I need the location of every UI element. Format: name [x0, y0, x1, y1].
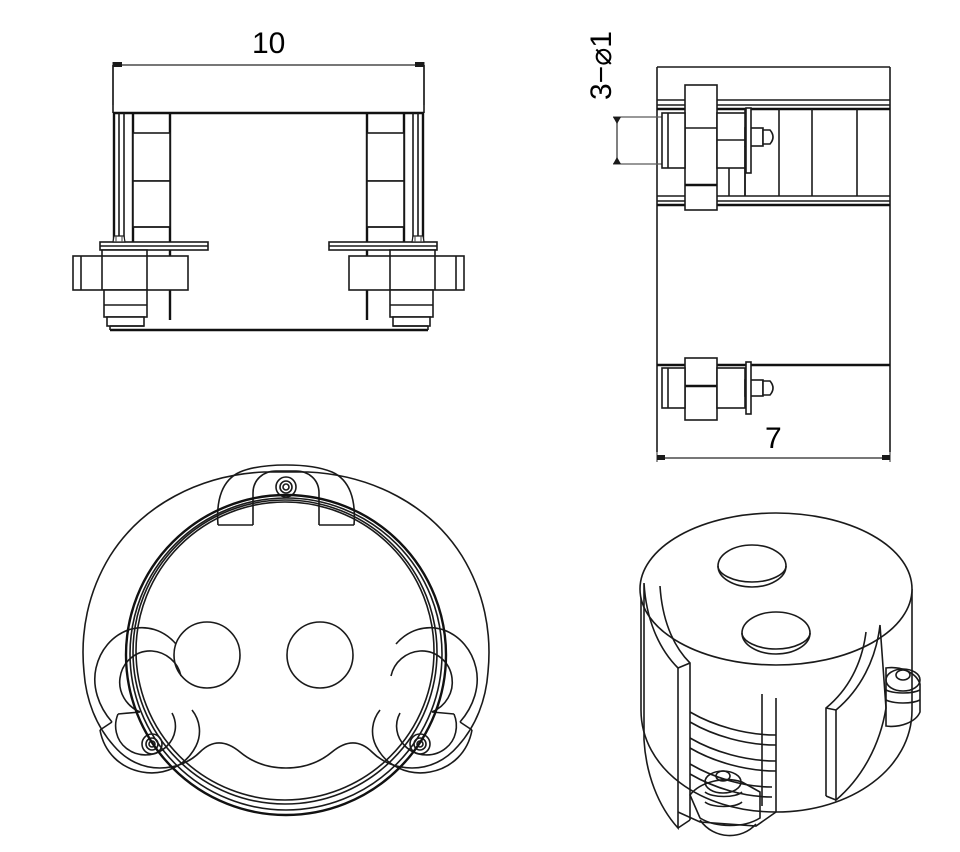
center-hole-left [173, 621, 241, 689]
front-left-bolt-assembly [72, 235, 209, 327]
center-hole-right [286, 621, 354, 689]
view-isometric [639, 512, 921, 837]
front-right-bolt-assembly [328, 235, 465, 327]
hole-callout-label: 3−⌀1 [585, 31, 618, 100]
iso-left-cage-strap [643, 582, 691, 831]
iso-right-bolt-boss [885, 666, 921, 728]
front-left-bracket-leg [112, 113, 172, 320]
iso-inner-front-wall [761, 694, 777, 812]
dimension-overall-depth [656, 452, 891, 462]
plan-clamp-body [82, 471, 490, 769]
iso-foot-plate [677, 811, 777, 827]
iso-top-face-holes [717, 544, 811, 655]
plan-main-disc [124, 493, 448, 817]
side-lower-bolt-assembly [661, 357, 774, 421]
view-front-elevation [72, 62, 465, 332]
dimension-depth-label: 7 [765, 422, 782, 455]
plan-center-holes [173, 621, 354, 689]
side-internal-ribs [744, 109, 858, 196]
iso-right-cage-strap [825, 624, 887, 802]
side-upper-bolt-assembly [661, 84, 774, 211]
plan-top-mounting-tab [216, 464, 356, 526]
dimension-width-label: 10 [252, 27, 286, 60]
view-side-elevation [613, 66, 891, 462]
front-body-outline [112, 65, 425, 115]
dimension-overall-width [112, 62, 425, 105]
plan-left-mounting-tab [94, 626, 201, 774]
front-base-plate [109, 325, 429, 332]
view-plan-circular [82, 464, 490, 817]
iso-coil-slots [689, 711, 777, 798]
